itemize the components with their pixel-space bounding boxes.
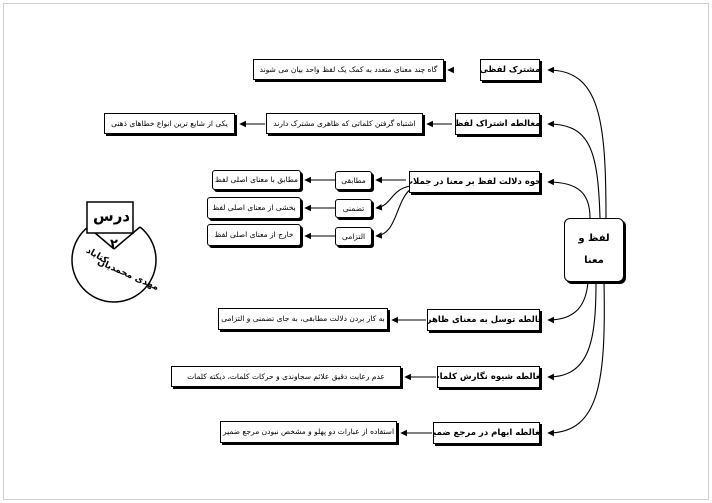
arrow-sub-3 [375,187,413,239]
branch-6-desc: استفاده از عبارات دو پهلو و مشخص نبودن م… [220,421,397,443]
sub-3-label: التزامی [335,227,372,246]
lesson-badge [71,201,157,303]
page-frame [3,3,709,500]
branch-2-desc: اشتباه گرفتن کلماتی که ظاهری مشترک دارند [266,113,423,134]
arrow-to-branch-1 [547,66,607,219]
sub-1-label: مطابقی [335,171,372,190]
arrow-to-branch-6 [547,281,605,437]
branch-4-desc: به کار بردن دلالت مطابقی، به جای تضمنی و… [218,308,388,330]
branch-5-title: مغالطه شیوه نگارش کلمات [437,366,540,388]
branch-5-desc: عدم رعایت دقیق علائم سجاوندی و حرکات کلم… [171,366,401,387]
center-node: لفظ و معنا [564,218,624,282]
sub-2-label: تضمنی [335,199,372,218]
arrow-to-branch-2 [547,120,601,219]
badge-title: درس [93,207,131,225]
arrow-to-branch-4 [547,281,589,324]
arrow-to-branch-3 [547,178,591,219]
sub-3-desc: خارج از معنای اصلی لفظ [207,224,301,246]
sub-1-desc: مطابق با معنای اصلی لفظ [212,170,301,190]
arrow-to-branch-5 [547,281,597,381]
branch-4-title: مغالطه توسل به معنای ظاهری [427,309,540,331]
branch-1-desc: گاه چند معنای متعدد به کمک یک لفظ واحد ب… [253,59,444,80]
branch-3-title: نحوه دلالت لفظ بر معنا در جملات [409,171,540,193]
sub-2-desc: بخشی از معنای اصلی لفظ [207,197,301,219]
branch-2-title: مغالطه اشتراک لفظ [455,113,540,135]
branch-6-title: مغالطه ابهام در مرجع ضمیر [433,422,540,444]
branch-2-extra: یکی از شایع ترین انواع خطاهای ذهنی [104,113,235,134]
center-line1: لفظ و [578,232,610,244]
branch-1-title: مشترک لفظی [480,59,540,81]
badge-number: ۲ [110,237,118,252]
arrow-sub-2 [375,185,411,211]
center-line2: معنا [584,255,604,266]
